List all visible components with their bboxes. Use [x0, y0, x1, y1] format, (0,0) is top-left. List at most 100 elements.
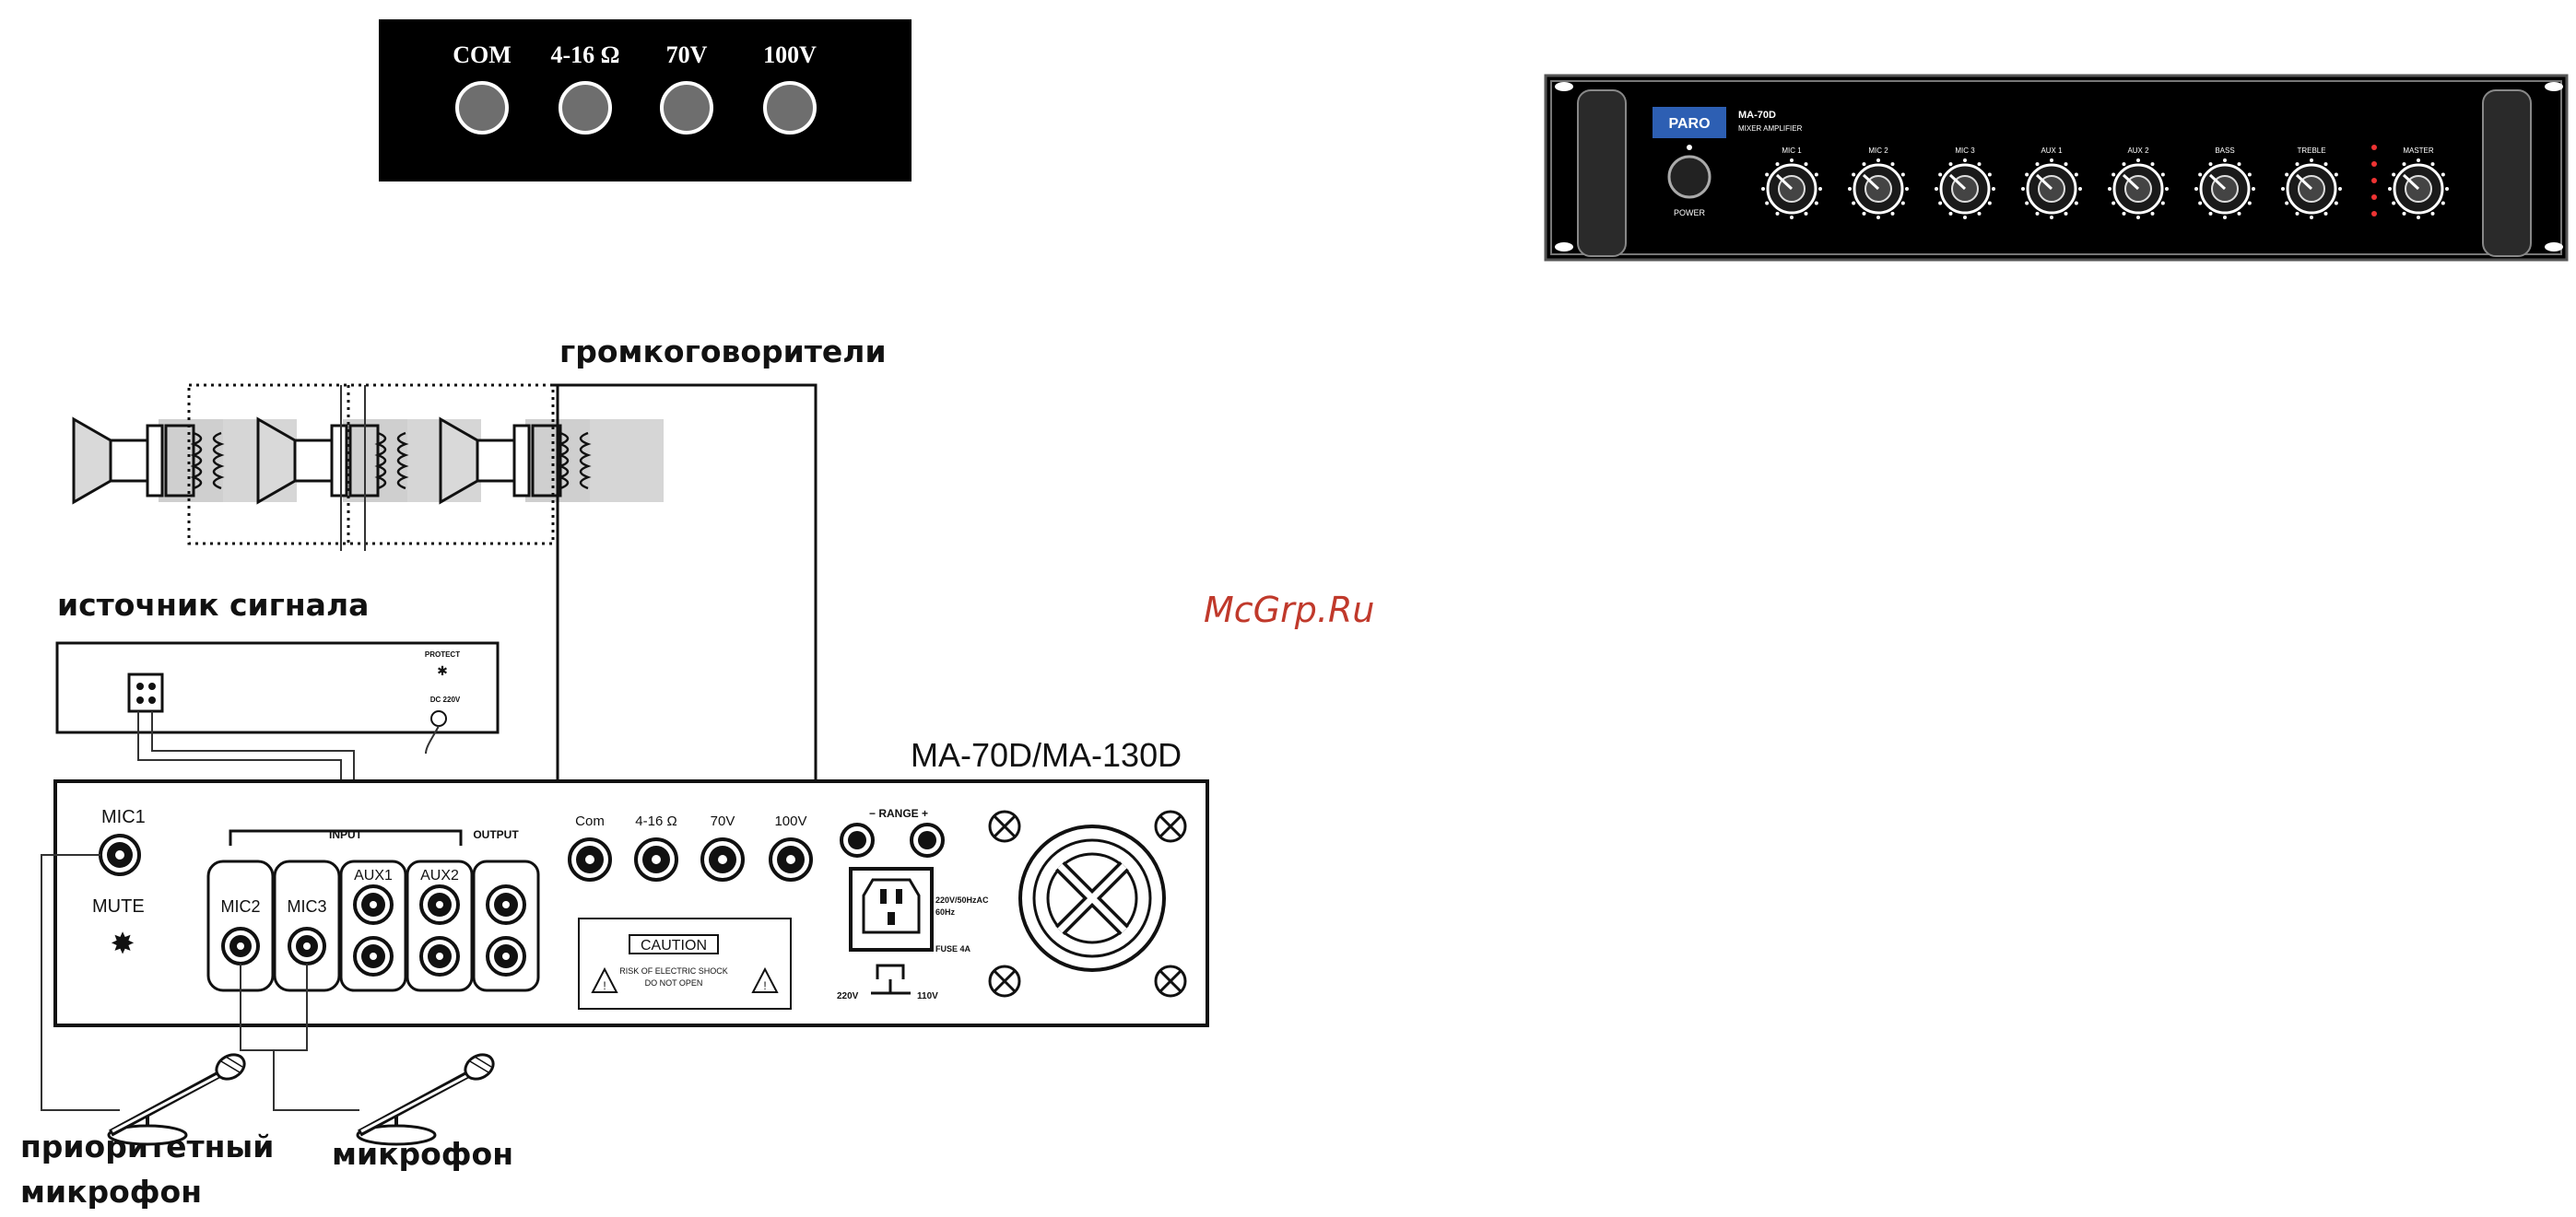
- svg-text:!: !: [603, 979, 606, 992]
- fan-screw-icon: [1154, 810, 1187, 843]
- aux2-rca-jack[interactable]: [419, 936, 460, 977]
- power-label: POWER: [1674, 208, 1706, 217]
- source-output-jack: [127, 673, 164, 713]
- speaker-terminal-jack[interactable]: [700, 837, 745, 882]
- rear-terminal-label: 70V: [711, 813, 735, 829]
- rear-terminal-label: 4-16 Ω: [635, 813, 676, 829]
- knob-label: BASS: [2215, 146, 2234, 155]
- signal-source-label: источник сигнала: [57, 587, 369, 623]
- volume-knob[interactable]: [1935, 158, 1995, 219]
- model-label: MA-70D/MA-130D: [911, 736, 1182, 774]
- aux2-label: AUX2: [420, 868, 459, 883]
- priority-mic-label-2: микрофон: [20, 1174, 202, 1210]
- ac-rating-1: 220V/50HzAC: [935, 895, 989, 905]
- mic1-label: MIC1: [101, 807, 146, 827]
- mic3-jack[interactable]: [288, 927, 326, 965]
- power-switch[interactable]: [1667, 155, 1711, 199]
- mute-label: MUTE: [92, 896, 145, 917]
- knob-label: MIC 3: [1955, 146, 1975, 155]
- priority-microphone-icon: [107, 1053, 246, 1146]
- volume-knob[interactable]: [1761, 158, 1822, 219]
- dc-label: DC 220V: [430, 696, 461, 704]
- volume-knob[interactable]: [2281, 158, 2342, 219]
- output-rca-jack[interactable]: [486, 884, 526, 925]
- range-jack-left[interactable]: [840, 823, 875, 858]
- input-label: INPUT: [329, 828, 363, 841]
- volume-knob[interactable]: [2108, 158, 2169, 219]
- terminal-label: 100V: [763, 41, 817, 68]
- knob-label: MASTER: [2403, 146, 2434, 155]
- cooling-fan-icon: [988, 810, 1187, 998]
- terminal-jack[interactable]: [763, 81, 817, 135]
- knob-label: TREBLE: [2297, 146, 2325, 155]
- v110-label: 110V: [917, 991, 938, 1001]
- volume-knob[interactable]: [2021, 158, 2082, 219]
- microphone-wiring: [41, 854, 359, 1111]
- terminal-jack[interactable]: [559, 81, 612, 135]
- output-terminal-panel: COM 4-16 Ω 70V 100V: [379, 19, 912, 181]
- loudspeaker-icon: [439, 416, 664, 505]
- protect-icon: ✱: [437, 663, 448, 678]
- signal-source-device: PROTECT ✱ DC 220V: [55, 641, 500, 755]
- terminal-label: COM: [453, 41, 512, 68]
- knob-label: MIC 1: [1782, 146, 1802, 155]
- volume-knob[interactable]: [2194, 158, 2255, 219]
- range-jack-right[interactable]: [910, 823, 945, 858]
- caution-text-1: RISK OF ELECTRIC SHOCK: [619, 966, 728, 976]
- terminal-label: 4-16 Ω: [551, 41, 620, 68]
- speaker-terminal-jack[interactable]: [568, 837, 612, 882]
- caution-title: CAUTION: [641, 938, 707, 954]
- mic1-jack[interactable]: [99, 834, 141, 876]
- volume-knob[interactable]: [2388, 158, 2449, 219]
- voltage-selector[interactable]: [871, 964, 911, 995]
- rack-handle-left: [1577, 89, 1627, 257]
- rca-jack-grid: [353, 884, 526, 977]
- brand-logo: [1653, 107, 1726, 138]
- terminal-label: 70V: [666, 41, 708, 68]
- svg-text:!: !: [763, 979, 766, 992]
- caution-box: [578, 918, 792, 1010]
- front-model: MA-70D: [1738, 110, 1776, 121]
- amplifier-rear-panel: MIC1 MUTE ✸ INPUT OUTPUT MIC2 MIC3 AUX1 …: [53, 779, 1209, 1027]
- speaker-terminal-jack[interactable]: [634, 837, 678, 882]
- mic3-label: MIC3: [287, 897, 326, 916]
- terminal-jack[interactable]: [660, 81, 713, 135]
- rack-handle-right: [2482, 89, 2532, 257]
- knob-label: MIC 2: [1868, 146, 1888, 155]
- speaker-terminal-jack[interactable]: [769, 837, 813, 882]
- knob-label: AUX 2: [2127, 146, 2149, 155]
- brand-name: PARO: [1668, 116, 1710, 132]
- mount-hole: [2545, 82, 2563, 91]
- speakers-label: громкоговорители: [559, 334, 887, 369]
- knob-label: AUX 1: [2041, 146, 2063, 155]
- aux1-label: AUX1: [354, 868, 393, 883]
- caution-text-2: DO NOT OPEN: [645, 978, 703, 988]
- volume-knob[interactable]: [1848, 158, 1909, 219]
- output-label: OUTPUT: [473, 828, 519, 841]
- warning-icon-right: [751, 966, 779, 993]
- terminal-row: COM 4-16 Ω 70V 100V: [453, 41, 817, 135]
- mount-hole: [1555, 82, 1573, 91]
- v220-label: 220V: [837, 991, 859, 1001]
- range-label: − RANGE +: [869, 807, 928, 820]
- rear-terminal-label: 100V: [774, 813, 806, 829]
- front-subtitle: MIXER AMPLIFIER: [1738, 124, 1803, 133]
- ac-rating-2: 60Hz: [935, 907, 956, 917]
- rear-terminal-label: Com: [575, 813, 605, 829]
- terminal-jack[interactable]: [455, 81, 509, 135]
- front-knob-row: MIC 1 MIC 2 MIC 3 AUX 1 AUX 2 BASS TREBLE MASTE…: [1761, 146, 2449, 219]
- aux1-rca-jack[interactable]: [353, 936, 394, 977]
- mount-hole: [2545, 242, 2563, 252]
- mic2-jack[interactable]: [221, 927, 260, 965]
- output-rca-jack[interactable]: [486, 936, 526, 977]
- fan-screw-icon: [988, 810, 1021, 843]
- aux1-rca-jack[interactable]: [353, 884, 394, 925]
- speaker-group: [72, 416, 664, 505]
- aux2-rca-jack[interactable]: [419, 884, 460, 925]
- speaker-wiring: [187, 383, 817, 861]
- rear-speaker-terminals: Com 4-16 Ω 70V 100V: [568, 813, 813, 882]
- fan-screw-icon: [1154, 965, 1187, 998]
- microphone-icon: [356, 1053, 495, 1146]
